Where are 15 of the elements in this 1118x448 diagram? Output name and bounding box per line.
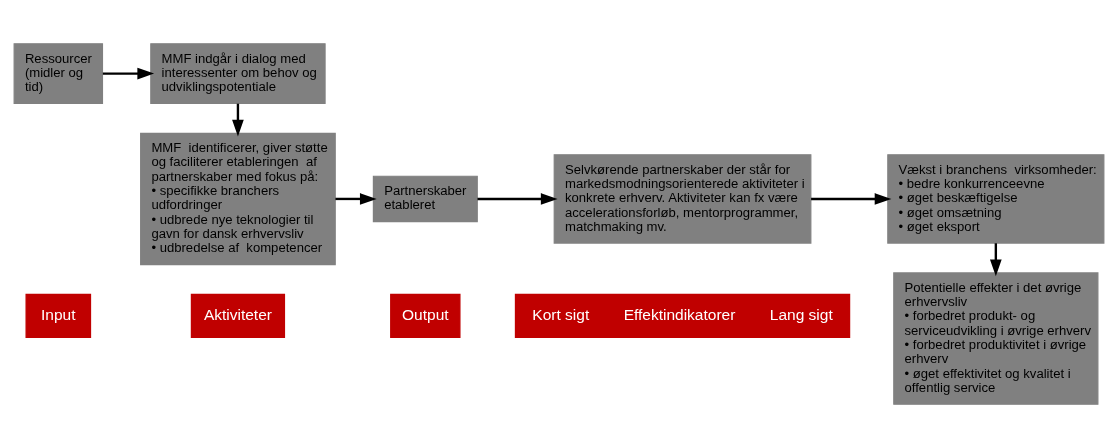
node-box: Vækst i branchens virksomheder: • bedre konkurrenceevne • øget beskæftigelse • øget omsætning • øget eksport — [887, 154, 1105, 244]
node-box: Kort sigt Effektindikatorer Lang sigt — [514, 293, 851, 338]
node-box: Ressourcer (midler og tid) — [13, 43, 104, 105]
arrow — [335, 193, 377, 205]
node-box: MMF indgår i dialog med interessenter om behov og udviklingspotentiale — [150, 43, 326, 105]
node-box: MMF identificerer, giver støtte og faciliterer etableringen af partnerskaber med fokus på: • specifikke branchers udfordringer • udbrede nye teknologier til gavn for dansk erhvervsliv • udbredelse af kompetencer — [140, 132, 336, 266]
arrow — [102, 67, 155, 80]
node-box: Potentielle effekter i det øvrige erhvervsliv • forbedret produkt- og serviceudvikling i øvrige erhverv • forbedret produktivitet i øvrige erhverv • øget effektivitet og kvalitet i offentlig service — [893, 272, 1099, 405]
node-box: Selvkørende partnerskaber der står for markedsmodningsorienterede aktiviteter i konkrete erhverv. Aktiviteter kan fx være accelerationsforløb, mentorprogrammer, matchmaking mv. — [553, 154, 812, 244]
node-box: Output — [390, 293, 461, 338]
arrow — [811, 193, 892, 205]
arrow — [477, 193, 558, 205]
node-box: Aktiviteter — [190, 293, 286, 338]
node-box: Partnerskaber etableret — [372, 175, 478, 223]
node-box: Input — [25, 293, 92, 338]
